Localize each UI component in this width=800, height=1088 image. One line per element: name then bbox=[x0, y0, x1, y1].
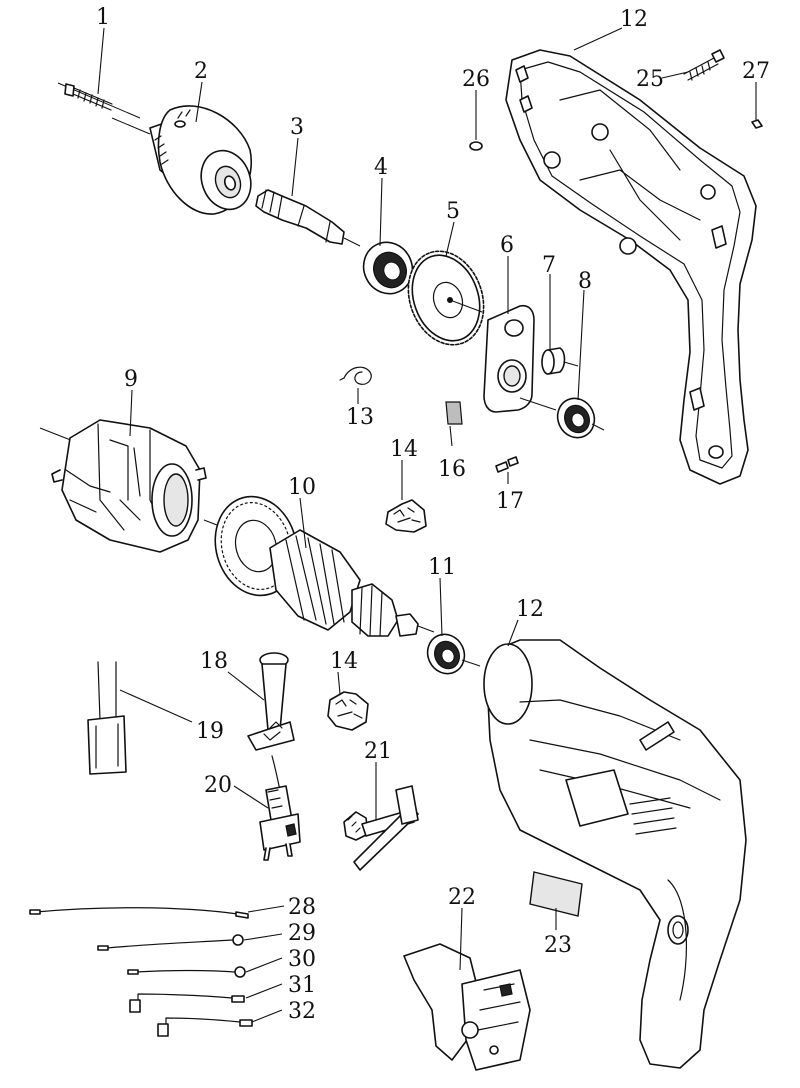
part-23-label bbox=[529, 871, 583, 917]
part-number-14-lower: 14 bbox=[330, 649, 358, 674]
part-number-labels: 1 2 3 4 5 6 7 8 9 10 11 12 12 13 14 14 1… bbox=[96, 5, 770, 1024]
part-18-cable-clamp bbox=[247, 652, 295, 751]
part-25-screw bbox=[683, 49, 725, 81]
part-27-nut bbox=[751, 119, 763, 129]
part-number-8: 8 bbox=[578, 269, 592, 294]
part-number-2: 2 bbox=[194, 59, 208, 84]
part-11-bearing bbox=[426, 633, 481, 675]
part-number-13: 13 bbox=[346, 405, 374, 430]
part-17-small-screw bbox=[495, 456, 519, 473]
part-9-stator bbox=[39, 419, 207, 553]
part-2-drill-chuck bbox=[111, 105, 252, 215]
part-5-gear bbox=[407, 250, 485, 346]
part-28-wire bbox=[29, 907, 249, 919]
part-number-16: 16 bbox=[438, 457, 466, 482]
part-12-assembled-housing bbox=[483, 639, 747, 1069]
part-number-29: 29 bbox=[288, 921, 316, 946]
part-number-14-upper: 14 bbox=[390, 437, 418, 462]
part-22-switch bbox=[403, 943, 531, 1071]
part-number-7: 7 bbox=[542, 253, 556, 278]
part-number-25: 25 bbox=[636, 67, 664, 92]
part-number-26: 26 bbox=[462, 67, 490, 92]
part-number-6: 6 bbox=[500, 233, 514, 258]
part-number-17: 17 bbox=[496, 489, 524, 514]
part-number-12-lower: 12 bbox=[516, 597, 544, 622]
part-1-screw bbox=[57, 82, 141, 119]
part-number-30: 30 bbox=[288, 947, 316, 972]
part-31-wire bbox=[129, 993, 245, 1013]
part-number-3: 3 bbox=[290, 115, 304, 140]
part-number-1: 1 bbox=[96, 5, 110, 30]
part-number-19: 19 bbox=[196, 719, 224, 744]
part-number-23: 23 bbox=[544, 933, 572, 958]
part-14-brush-holder-upper bbox=[385, 499, 427, 533]
part-number-21: 21 bbox=[364, 739, 392, 764]
part-14-brush-holder-lower bbox=[327, 691, 369, 731]
part-26-washer bbox=[469, 141, 483, 151]
part-3-spindle bbox=[255, 189, 361, 247]
part-number-10: 10 bbox=[288, 475, 316, 500]
part-number-32: 32 bbox=[288, 999, 316, 1024]
leader-lines bbox=[97, 27, 757, 1023]
part-number-22: 22 bbox=[448, 885, 476, 910]
part-7-bushing bbox=[541, 347, 579, 375]
part-number-4: 4 bbox=[374, 155, 388, 180]
part-8-bearing bbox=[519, 397, 605, 439]
part-number-18: 18 bbox=[200, 649, 228, 674]
part-10-armature bbox=[203, 495, 435, 637]
part-4-bearing bbox=[362, 241, 414, 295]
part-6-bracket bbox=[483, 304, 535, 413]
part-19-carbon-brush bbox=[87, 661, 127, 775]
part-number-28: 28 bbox=[288, 895, 316, 920]
part-number-12-upper: 12 bbox=[620, 7, 648, 32]
part-21-chuck-key bbox=[343, 785, 419, 871]
part-12-housing-half-upper bbox=[505, 49, 757, 485]
part-13-spring bbox=[339, 366, 372, 385]
part-number-31: 31 bbox=[288, 973, 316, 998]
part-number-5: 5 bbox=[446, 199, 460, 224]
part-number-27: 27 bbox=[742, 59, 770, 84]
part-30-wire bbox=[127, 966, 246, 978]
part-number-9: 9 bbox=[124, 367, 138, 392]
part-32-wire bbox=[157, 1017, 253, 1037]
part-29-wire bbox=[97, 934, 244, 951]
part-number-20: 20 bbox=[204, 773, 232, 798]
part-16-brush bbox=[445, 401, 463, 425]
part-20-power-cord bbox=[259, 755, 301, 861]
part-number-11: 11 bbox=[428, 555, 456, 580]
